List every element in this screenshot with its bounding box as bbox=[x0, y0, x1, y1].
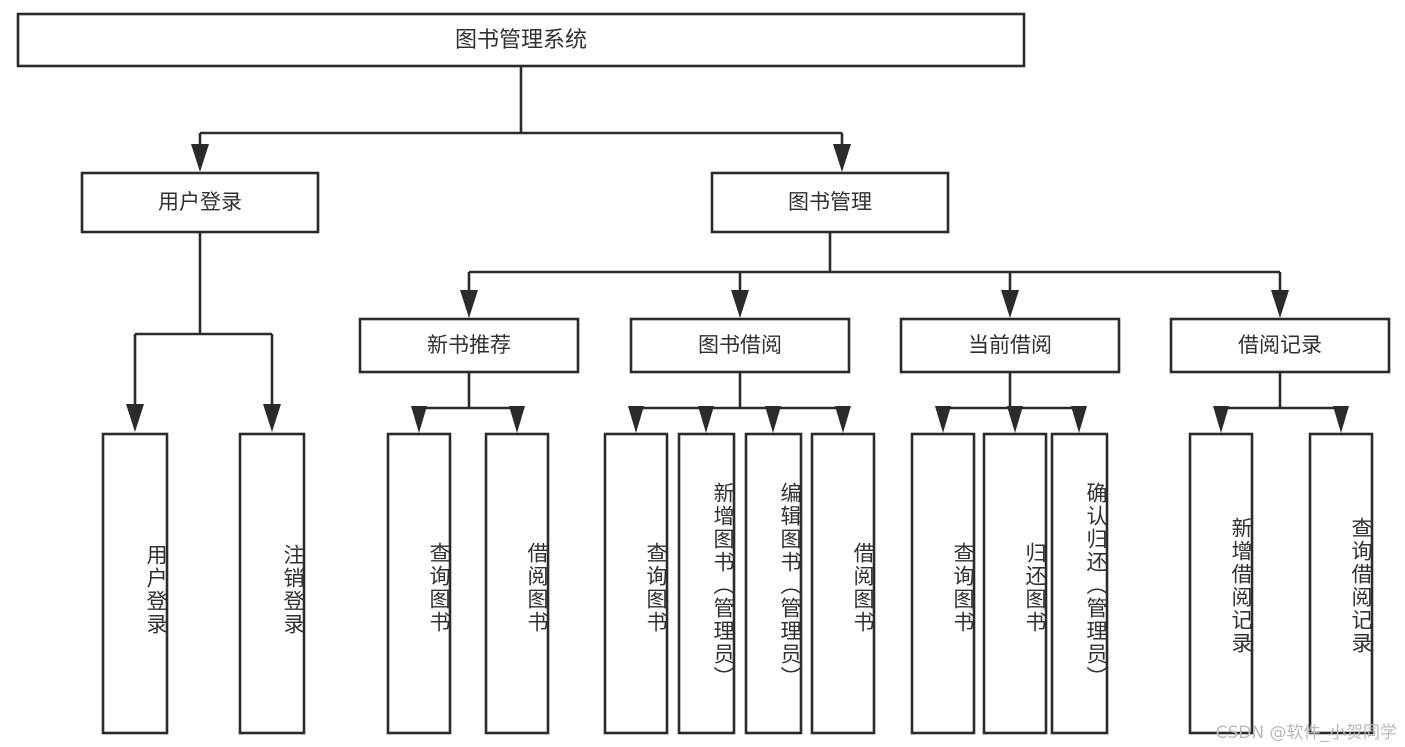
arrow-head-icon bbox=[628, 406, 644, 433]
leaf-confirm-return-box[interactable] bbox=[1050, 432, 1109, 735]
leaf-return-book-box[interactable] bbox=[982, 432, 1048, 735]
node-current-borrow-box bbox=[899, 317, 1121, 374]
node-user-login-box bbox=[80, 171, 320, 234]
arrow-head-icon bbox=[126, 404, 144, 432]
leaf-add-book-admin-box[interactable] bbox=[677, 432, 736, 735]
arrow-head-icon bbox=[833, 144, 851, 172]
edge-book-manage-to-level2 bbox=[460, 232, 1289, 318]
arrow-head-icon bbox=[835, 406, 851, 433]
node-borrow-record-label: 借阅记录 bbox=[1238, 333, 1322, 357]
node-book-borrow[interactable]: 图书借阅 bbox=[629, 317, 851, 374]
leaf-query-book-new-box[interactable] bbox=[386, 432, 452, 735]
edge-root-to-level1 bbox=[191, 66, 851, 172]
node-book-borrow-label: 图书借阅 bbox=[698, 333, 782, 357]
node-user-login-label: 用户登录 bbox=[158, 190, 242, 214]
node-root-system-box bbox=[16, 12, 1026, 68]
node-user-login[interactable]: 用户登录 bbox=[80, 171, 320, 234]
arrow-head-icon bbox=[1071, 406, 1087, 433]
leaf-add-record-box[interactable] bbox=[1188, 432, 1254, 735]
leaf-query-book-bor-box[interactable] bbox=[603, 432, 669, 735]
node-root-system-label: 图书管理系统 bbox=[455, 28, 587, 53]
arrow-head-icon bbox=[1007, 406, 1023, 433]
node-book-manage-label: 图书管理 bbox=[788, 190, 872, 214]
arrow-head-icon bbox=[411, 406, 427, 433]
arrow-head-icon bbox=[1001, 290, 1019, 318]
node-book-manage[interactable]: 图书管理 bbox=[710, 171, 950, 234]
node-new-book-rec-box bbox=[358, 317, 580, 374]
leaf-logout-box[interactable] bbox=[238, 432, 306, 735]
arrow-head-icon bbox=[1271, 290, 1289, 318]
leaf-borrow-book-bor-box[interactable] bbox=[810, 432, 876, 735]
node-current-borrow[interactable]: 当前借阅 bbox=[899, 317, 1121, 374]
edge-current-borrow-to-leaves bbox=[935, 372, 1087, 433]
arrow-head-icon bbox=[191, 144, 209, 172]
arrow-head-icon bbox=[765, 406, 781, 433]
node-new-book-rec-label: 新书推荐 bbox=[427, 333, 511, 357]
edge-user-login-to-leaves bbox=[126, 232, 281, 432]
edge-new-book-rec-to-leaves bbox=[411, 372, 525, 433]
csdn-watermark: CSDN @软件_小贺同学 bbox=[1215, 723, 1397, 743]
edge-book-borrow-to-leaves bbox=[628, 372, 851, 433]
arrow-head-icon bbox=[460, 290, 478, 318]
arrow-head-icon bbox=[1213, 406, 1229, 433]
arrow-head-icon bbox=[1333, 406, 1349, 433]
arrow-head-icon bbox=[263, 404, 281, 432]
arrow-head-icon bbox=[509, 406, 525, 433]
arrow-head-icon bbox=[731, 290, 749, 318]
node-current-borrow-label: 当前借阅 bbox=[968, 333, 1052, 357]
node-root-system[interactable]: 图书管理系统 bbox=[16, 12, 1026, 68]
node-new-book-rec[interactable]: 新书推荐 bbox=[358, 317, 580, 374]
leaf-user-login-box[interactable] bbox=[101, 432, 169, 735]
edge-borrow-record-to-leaves bbox=[1213, 372, 1349, 433]
arrow-head-icon bbox=[935, 406, 951, 433]
leaf-borrow-book-new-box[interactable] bbox=[484, 432, 550, 735]
arrow-head-icon bbox=[698, 406, 714, 433]
leaf-edit-book-admin-box[interactable] bbox=[744, 432, 803, 735]
leaf-query-record-box[interactable] bbox=[1308, 432, 1374, 735]
node-borrow-record[interactable]: 借阅记录 bbox=[1169, 317, 1391, 374]
leaf-query-book-cur-box[interactable] bbox=[910, 432, 976, 735]
